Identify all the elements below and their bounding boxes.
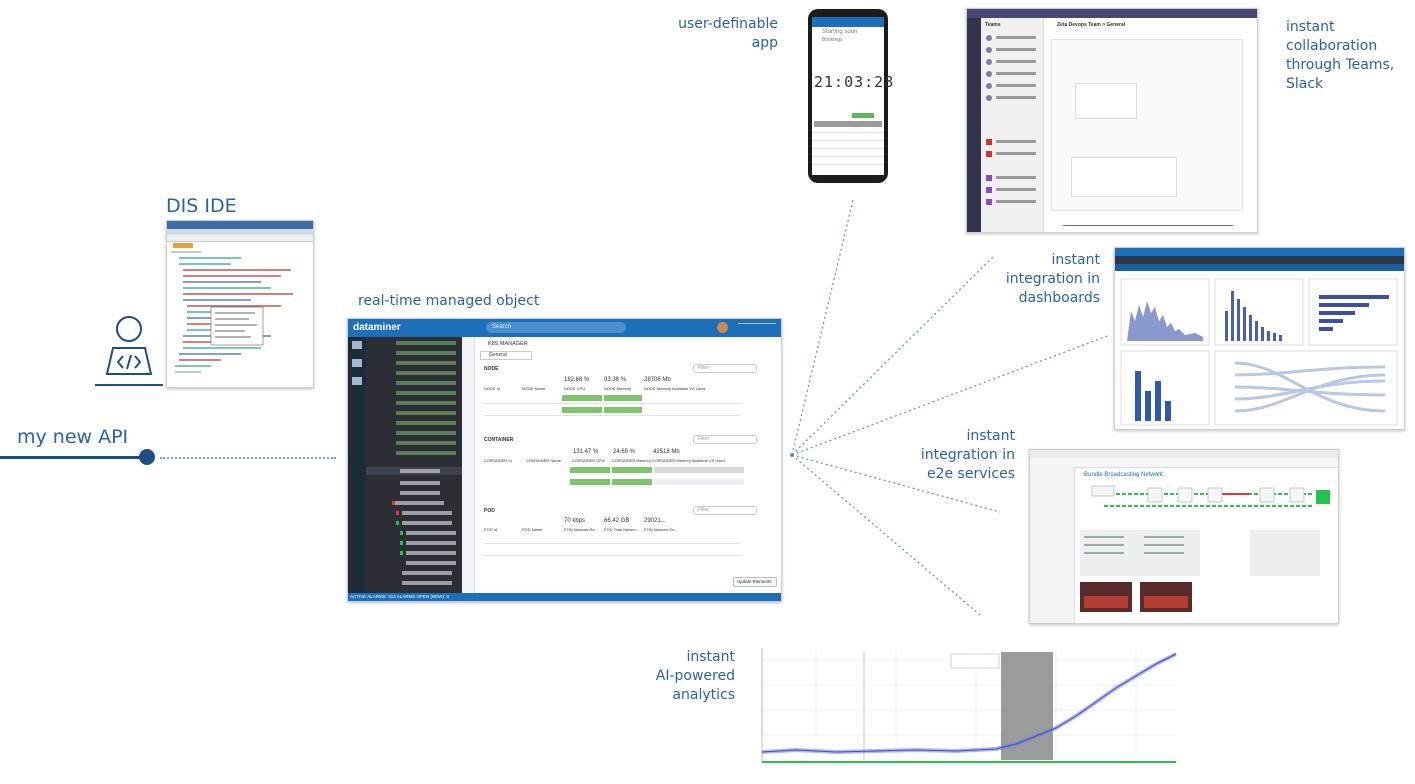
teams-screenshot: Teams Zeta Devops Team > General xyxy=(966,8,1258,233)
my-api-label: my new API xyxy=(17,426,129,448)
window-controls[interactable] xyxy=(738,323,776,332)
api-line xyxy=(0,456,148,459)
phone-subtitle: Bookings xyxy=(822,37,843,43)
api-dotted-line xyxy=(160,457,336,459)
dis-ide-screenshot xyxy=(166,220,314,388)
e2e-label: instant integration in e2e services xyxy=(920,428,1015,482)
ai-label: instant AI-powered analytics xyxy=(655,649,735,703)
dashboard-screenshot xyxy=(1114,247,1405,430)
dataminer-window: dataminer Search xyxy=(347,318,782,602)
dataminer-statusbar xyxy=(348,593,781,601)
developer-icon xyxy=(95,316,163,386)
status-text: ACTIVE ALARMS: 314 ALARMS OPEN (NEW): 0 xyxy=(350,594,450,599)
rail-icon-surveyor[interactable] xyxy=(352,341,362,349)
filter-input[interactable]: Filter xyxy=(693,435,757,444)
dashboards-label: instant integration in dashboards xyxy=(1005,252,1100,306)
filter-input[interactable]: Filter xyxy=(693,506,757,515)
filter-input[interactable]: Filter xyxy=(693,364,757,373)
user-app-label: user-definable app xyxy=(678,16,778,51)
teams-label: instant collaboration through Teams, Sla… xyxy=(1286,19,1395,92)
user-avatar[interactable] xyxy=(717,322,728,333)
realtime-label: real-time managed object xyxy=(358,293,540,309)
card-nav-strip xyxy=(462,337,475,593)
update-elements-button[interactable]: Update Elements xyxy=(733,577,777,587)
phone-clock: 21:03:28 xyxy=(814,73,895,91)
analytics-chart xyxy=(756,640,1181,776)
dataminer-search-input[interactable]: Search xyxy=(486,322,626,333)
element-tree[interactable] xyxy=(366,337,462,593)
e2e-title: Bundle Broadcasting Network xyxy=(1084,472,1164,478)
phone-title: Starting soon xyxy=(822,29,858,35)
phone-mockup: Starting soon Bookings 21:03:28 xyxy=(808,9,893,183)
card-title: K8S MANAGER xyxy=(488,341,528,347)
e2e-screenshot: Bundle Broadcasting Network xyxy=(1029,449,1339,624)
rail-icon-apps[interactable] xyxy=(352,377,362,385)
rail-icon-settings[interactable] xyxy=(352,359,362,367)
api-endpoint-dot xyxy=(139,449,155,465)
general-dropdown[interactable]: General xyxy=(480,351,532,360)
teams-title: Zeta Devops Team > General xyxy=(1057,22,1126,28)
dis-ide-label: DIS IDE xyxy=(166,195,237,217)
left-rail xyxy=(348,337,366,593)
dataminer-brand: dataminer xyxy=(353,322,401,333)
